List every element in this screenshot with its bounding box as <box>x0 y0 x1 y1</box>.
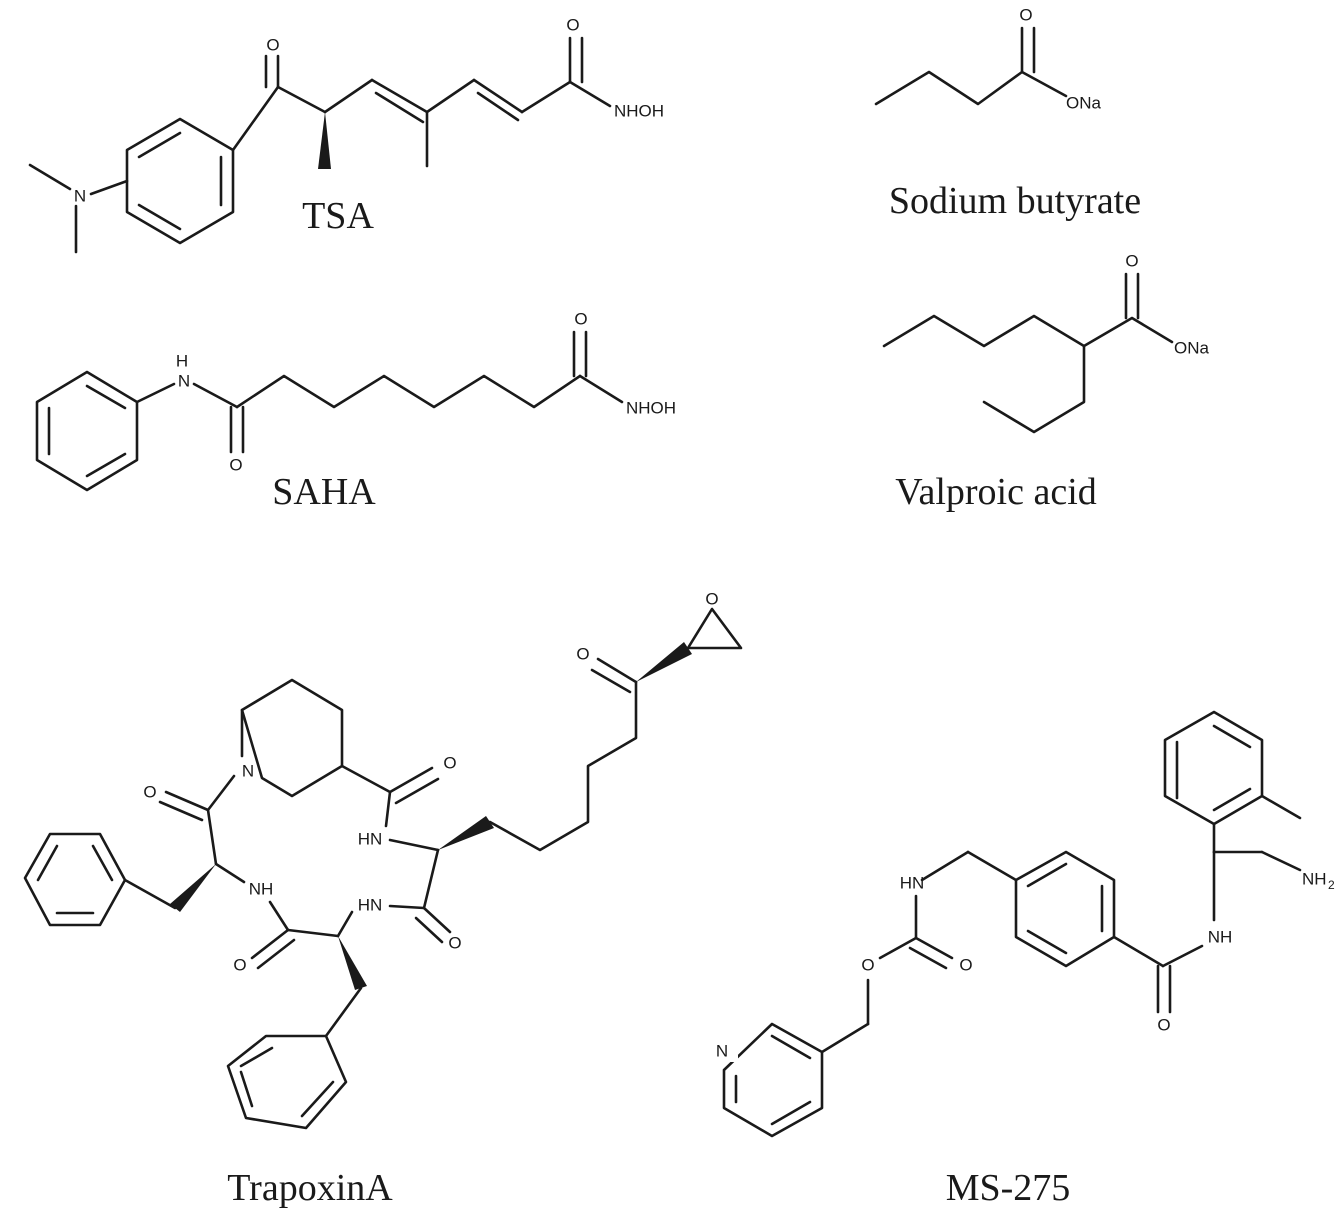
molecule-trapoxin-a: O O N O HN O HN O NH <box>23 589 743 1209</box>
atom-o: O <box>566 15 579 34</box>
atom-n-pyridine: N <box>716 1041 728 1060</box>
atom-ona: ONa <box>1066 93 1102 112</box>
atom-hn-bottom: HN <box>358 895 383 914</box>
molecule-sodium-butyrate: O ONa Sodium butyrate <box>874 5 1141 222</box>
atom-nhoh: NHOH <box>614 101 664 120</box>
label-tsa: TSA <box>302 195 374 237</box>
atom-o-amide: O <box>1157 1015 1170 1034</box>
atom-o-ester: O <box>861 955 874 974</box>
atom-n: N <box>74 186 86 205</box>
atom-n: N <box>178 371 190 390</box>
molecule-saha: H N O O NHOH SAHA <box>35 309 676 513</box>
atom-nhoh: NHOH <box>626 398 676 417</box>
atom-o-bottom-right: O <box>448 933 461 952</box>
atom-o-carbonyl: O <box>959 955 972 974</box>
label-trapoxin-a: TrapoxinA <box>227 1167 393 1209</box>
molecule-ms-275: NH 2 NH O HN O O <box>712 710 1335 1209</box>
atom-nh: NH <box>1208 927 1233 946</box>
atom-o-piperidine: O <box>443 753 456 772</box>
label-sodium-butyrate: Sodium butyrate <box>889 180 1141 222</box>
atom-o-left: O <box>143 782 156 801</box>
atom-hn-right: HN <box>358 829 383 848</box>
label-saha: SAHA <box>272 471 376 513</box>
atom-o-epoxide: O <box>705 589 718 608</box>
atom-o-bottom-left: O <box>233 955 246 974</box>
atom-n-piperidine: N <box>242 761 254 780</box>
atom-o-keto: O <box>576 644 589 663</box>
atom-nh2: NH <box>1302 869 1327 888</box>
atom-nh-left: NH <box>249 879 274 898</box>
label-ms-275: MS-275 <box>946 1167 1071 1209</box>
atom-nh2-subscript: 2 <box>1328 878 1335 892</box>
label-valproic-acid: Valproic acid <box>895 471 1097 513</box>
atom-o: O <box>1125 251 1138 270</box>
molecule-valproic-acid: O ONa Valproic acid <box>882 251 1210 513</box>
molecule-tsa: N O O NHOH TSA <box>28 15 664 254</box>
atom-h: H <box>176 351 188 370</box>
atom-ona: ONa <box>1174 338 1210 357</box>
atom-o: O <box>229 455 242 474</box>
atom-o: O <box>1019 5 1032 24</box>
atom-o: O <box>266 35 279 54</box>
atom-o: O <box>574 309 587 328</box>
atom-hn: HN <box>900 873 925 892</box>
